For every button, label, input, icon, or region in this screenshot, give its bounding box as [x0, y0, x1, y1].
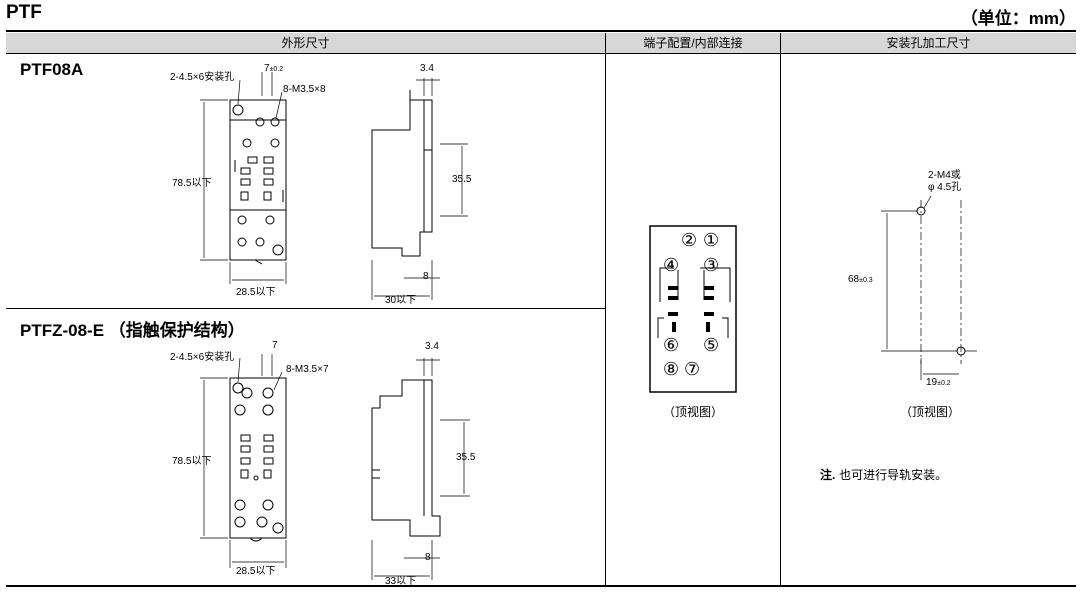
- header-dimensions: 外形尺寸: [281, 36, 330, 50]
- ptfz-height: 78.5以下: [172, 456, 212, 467]
- pin-2: ②: [681, 230, 698, 250]
- column-divider-2: [780, 33, 781, 585]
- ptf08a-side-small: 8: [423, 271, 429, 282]
- header-terminal: 端子配置/内部连接: [643, 36, 743, 50]
- column-divider-1: [605, 33, 606, 585]
- note-text: 也可进行导轨安装。: [835, 468, 948, 482]
- bottom-rule: [6, 585, 1076, 587]
- ptfz-width: 28.5以下: [236, 566, 276, 577]
- mount-horizontal-tol: ±0.2: [937, 380, 951, 387]
- ptf08a-side-mid: 35.5: [452, 174, 472, 185]
- mount-horizontal-dim: 19±0.2: [926, 377, 951, 388]
- ptf08a-pitch: 7±0.2: [264, 63, 283, 74]
- table-header: [6, 33, 1076, 53]
- pin-6: ⑥: [663, 335, 680, 355]
- pin-4: ④: [663, 255, 680, 275]
- pin-3: ③: [703, 255, 720, 275]
- mount-hole-label-1: 2-M4或: [928, 170, 961, 181]
- model-ptf08a: PTF08A: [20, 60, 84, 79]
- terminal-diagram: [649, 225, 737, 393]
- ptfz-screw-label: 8-M3.5×7: [286, 364, 329, 375]
- header-rule: [6, 53, 1076, 54]
- page-title: PTF: [6, 2, 42, 23]
- unit-label: （单位：mm）: [960, 9, 1076, 28]
- ptfz-pitch: 7: [272, 340, 278, 351]
- terminal-caption: （顶视图）: [662, 405, 723, 419]
- ptf08a-pitch-value: 7: [264, 63, 270, 74]
- top-rule: [6, 30, 1076, 32]
- mounting-note: 注. 也可进行导轨安装。: [820, 466, 947, 483]
- header-mounting: 安装孔加工尺寸: [886, 36, 971, 50]
- note-label: 注.: [820, 468, 836, 482]
- ptf08a-pitch-tol: ±0.2: [269, 66, 284, 73]
- mount-vertical-tol: ±0.3: [859, 277, 873, 284]
- pin-1: ①: [703, 230, 720, 250]
- ptfz-side-top: 3.4: [425, 341, 439, 352]
- pin-8: ⑧: [663, 359, 680, 379]
- pin-7: ⑦: [684, 359, 701, 379]
- mounting-caption: （顶视图）: [899, 405, 960, 419]
- row-divider: [6, 308, 605, 309]
- ptf08a-screw-label: 8-M3.5×8: [283, 84, 326, 95]
- mounting-drawing: [881, 195, 977, 380]
- ptf08a-hole-label: 2-4.5×6安装孔: [170, 72, 235, 83]
- mount-horizontal-value: 19: [926, 377, 938, 388]
- mount-hole-label-2: φ 4.5孔: [928, 182, 962, 193]
- ptf08a-side-top: 3.4: [420, 63, 434, 74]
- ptfz-drawing: [200, 354, 470, 580]
- model-ptfz-08-e: PTFZ-08-E （指触保护结构）: [20, 321, 245, 340]
- mount-vertical-value: 68: [848, 274, 860, 285]
- ptfz-side-depth: 33以下: [385, 576, 417, 587]
- ptfz-side-small: 8: [425, 552, 431, 563]
- ptf08a-height: 78.5以下: [172, 178, 212, 189]
- ptf08a-width: 28.5以下: [236, 287, 276, 298]
- ptf08a-side-depth: 30以下: [385, 295, 417, 306]
- ptfz-side-mid: 35.5: [456, 452, 476, 463]
- pin-5: ⑤: [703, 335, 720, 355]
- ptf08a-drawing: [200, 72, 468, 300]
- mount-vertical-dim: 68±0.3: [848, 274, 873, 285]
- ptfz-hole-label: 2-4.5×6安装孔: [170, 352, 235, 363]
